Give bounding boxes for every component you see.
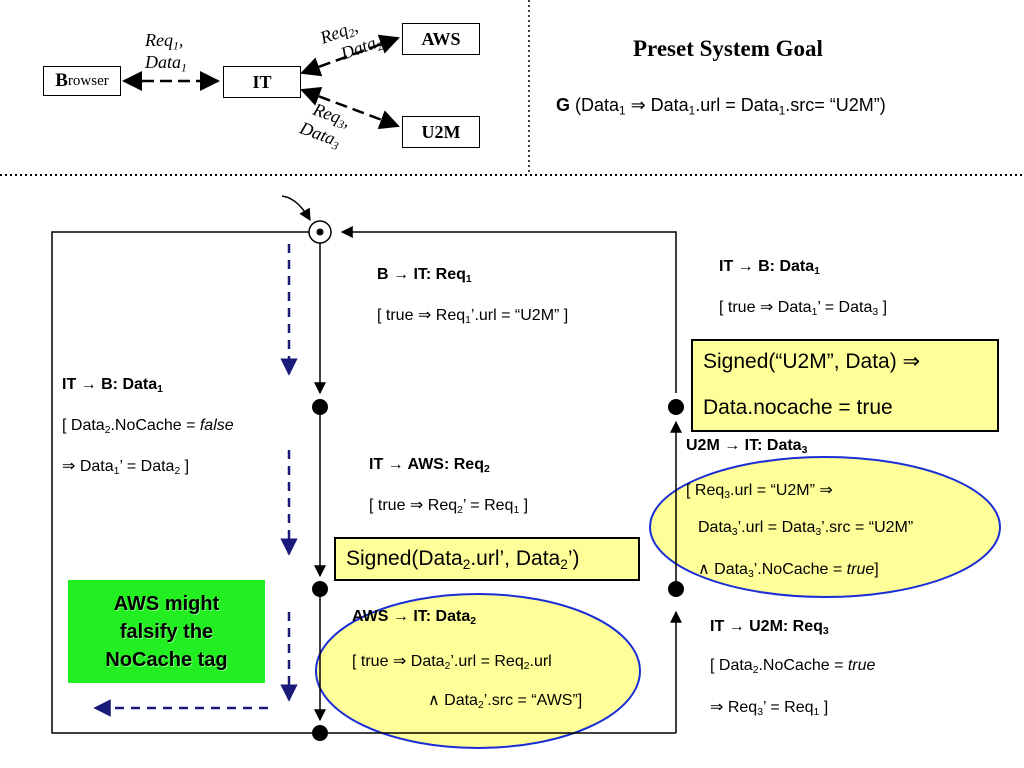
state-5 <box>668 399 684 415</box>
outer-frame <box>51 231 320 734</box>
u2m-it-rule3: ∧ Data3’.NoCache = true] <box>698 561 879 581</box>
aws-it-title: AWS → IT: Data2 <box>352 608 477 628</box>
it-u2m-rule2: ⇒ Req3’ = Req1 ] <box>710 699 829 719</box>
it-u2m-title: IT → U2M: Req3 <box>710 618 829 638</box>
u2m-it-title: U2M → IT: Data3 <box>686 437 808 457</box>
it-u2m-rule1: [ Data2.NoCache = true <box>710 657 876 677</box>
aws-it-rule1: [ true ⇒ Data2’.url = Req2.url <box>352 653 552 673</box>
state-1 <box>312 399 328 415</box>
it-b-left-rule1: [ Data2.NoCache = false <box>62 417 234 437</box>
aws-might-falsify-note: AWS might falsify the NoCache tag <box>68 580 265 683</box>
aws-it-highlight-ellipse <box>315 593 641 749</box>
req1-data1-label: Req1, Data1 <box>145 30 187 75</box>
it-node: IT <box>223 66 301 98</box>
state-4 <box>668 581 684 597</box>
goal-title: Preset System Goal <box>633 36 823 61</box>
it-aws-rule: [ true ⇒ Req2’ = Req1 ] <box>369 497 529 517</box>
signed-data2-box: Signed(Data2.url’, Data2’) <box>334 537 640 581</box>
goal-formula: G (Data1 ⇒ Data1.url = Data1.src= “U2M”) <box>556 95 886 118</box>
b-it-rule: [ true ⇒ Req1’.url = “U2M” ] <box>377 307 569 327</box>
u2m-it-rule1: [ Req3.url = “U2M” ⇒ <box>686 482 833 502</box>
it-b-right-rule: [ true ⇒ Data1’ = Data3 ] <box>719 299 888 319</box>
signed-u2m-box: Signed(“U2M”, Data) ⇒ Data.nocache = tru… <box>691 339 999 432</box>
signed-u2m-line2: Data.nocache = true <box>703 396 893 419</box>
aws-it-rule2: ∧ Data2’.src = “AWS”] <box>428 692 583 712</box>
aws-node: AWS <box>402 23 480 55</box>
state-2 <box>312 581 328 597</box>
b-it-title: B → IT: Req1 <box>377 266 472 286</box>
it-b-left-rule2: ⇒ Data1’ = Data2 ] <box>62 458 190 478</box>
it-b-right-title: IT → B: Data1 <box>719 258 820 278</box>
u2m-it-highlight-ellipse <box>649 456 1001 598</box>
it-aws-title: IT → AWS: Req2 <box>369 456 490 476</box>
u2m-node: U2M <box>402 116 480 148</box>
right-frame <box>340 226 677 393</box>
signed-data2-text: Signed(Data2.url’, Data2’) <box>346 547 580 573</box>
it-b-left-title: IT → B: Data1 <box>62 376 163 396</box>
u2m-it-rule2: Data3’.url = Data3’.src = “U2M” <box>698 519 914 539</box>
state-3 <box>312 725 328 741</box>
signed-u2m-line1: Signed(“U2M”, Data) ⇒ <box>703 350 921 373</box>
initial-arrow <box>281 195 311 222</box>
